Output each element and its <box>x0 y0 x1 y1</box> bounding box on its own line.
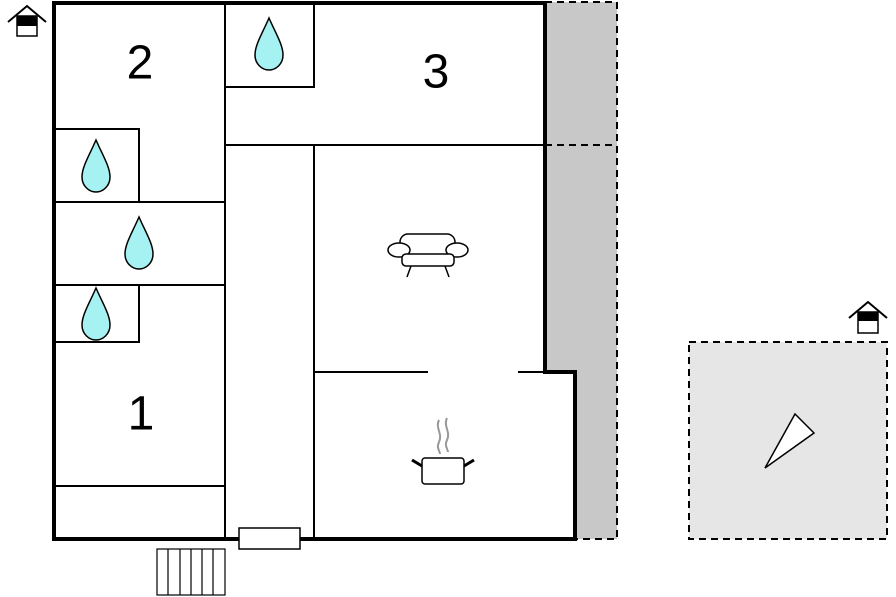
entrance-steps <box>156 548 226 596</box>
north-arrow-icon <box>764 412 816 469</box>
water-drop-icon <box>81 138 111 193</box>
cooking-pot-icon <box>411 417 475 485</box>
interior-walls <box>54 3 545 539</box>
water-drop-icon <box>124 215 154 270</box>
sofa-icon <box>387 233 469 278</box>
room-label-1: 1 <box>128 388 155 441</box>
entrance-door <box>238 527 301 550</box>
house-icon <box>848 300 888 334</box>
room-label-2: 2 <box>127 37 154 90</box>
room-label-3: 3 <box>423 46 450 99</box>
outer-wall <box>52 1 577 541</box>
house-icon <box>7 4 47 37</box>
water-drop-icon <box>81 286 111 341</box>
water-drop-icon <box>254 16 284 71</box>
